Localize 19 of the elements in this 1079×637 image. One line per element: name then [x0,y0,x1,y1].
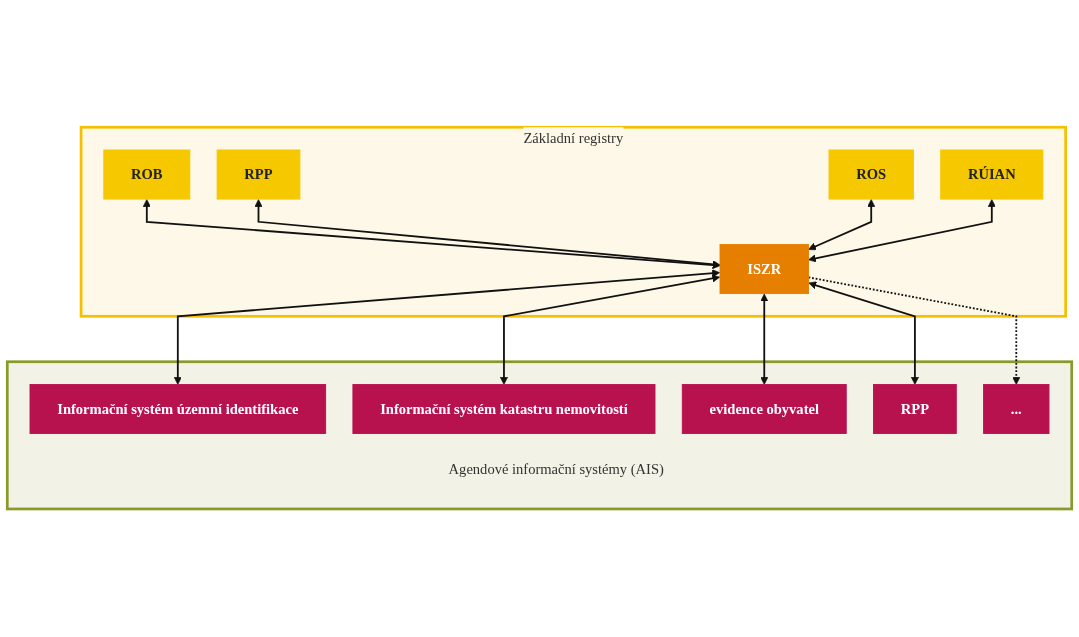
node-box: RPP [873,384,957,435]
node-box: ISZR [719,244,809,295]
node-box: Informační systém územní identifikace [29,384,327,435]
node-box: ... [983,384,1050,435]
arrow [142,199,721,270]
node-box: evidence obyvatel [681,384,847,435]
arrow [254,199,721,269]
arrow [808,199,996,263]
arrow [760,293,769,386]
arrow [173,269,720,386]
arrow [807,276,1021,386]
arrow [499,274,720,386]
node-box: RPP [216,149,301,200]
node-box: ROB [103,149,191,200]
arrow [808,281,919,386]
node-box: ROS [828,149,914,200]
node-box: Informační systém katastru nemovitostí [352,384,656,435]
arrow [808,199,876,251]
node-box: RÚIAN [940,149,1044,200]
